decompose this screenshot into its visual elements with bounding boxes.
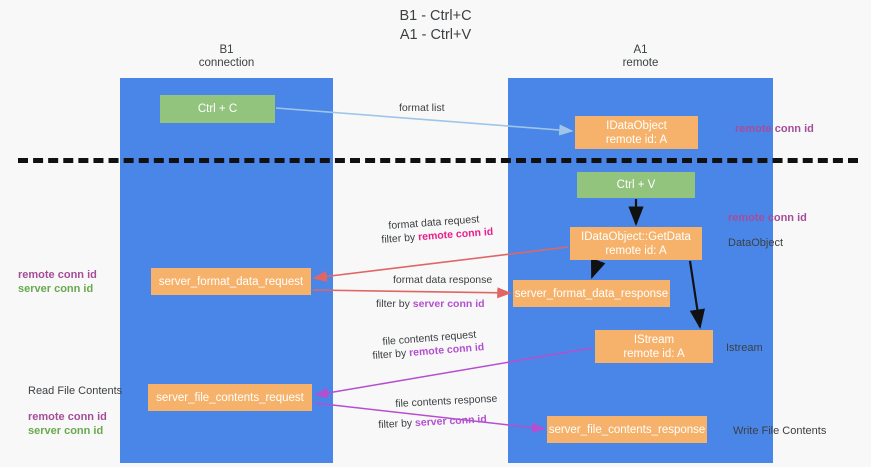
box-ctrl-c-label: Ctrl + C: [197, 103, 238, 115]
box-getdata-subtitle: remote id: A: [605, 244, 667, 257]
filter-key: server conn id: [412, 298, 485, 310]
box-server-file-contents-request[interactable]: server_file_contents_request: [148, 384, 312, 411]
box-istream-subtitle: remote id: A: [623, 347, 685, 360]
box-file-request-label: server_file_contents_request: [156, 391, 304, 404]
page-title: B1 - Ctrl+C A1 - Ctrl+V: [0, 7, 871, 45]
box-server-format-data-request[interactable]: server_format_data_request: [151, 268, 311, 295]
arrow-label-format-list: format list: [399, 102, 445, 114]
side-label-left-server-conn-id: server conn id: [18, 283, 94, 295]
box-idataobject[interactable]: IDataObject remote id: A: [575, 116, 698, 149]
box-ctrl-v-label: Ctrl + V: [616, 179, 656, 191]
box-istream-title: IStream: [633, 333, 675, 346]
filter-prefix: filter by: [372, 347, 410, 362]
side-label-left-server-conn-id-2: server conn id: [28, 425, 104, 437]
connector-getdata-istream: [688, 260, 705, 330]
side-label-istream: Istream: [726, 342, 763, 354]
side-label-left-remote-conn-id-2: remote conn id: [28, 411, 107, 423]
filter-prefix: filter by: [378, 417, 416, 431]
arrow-label-format-data-response-filter: filter by server conn id: [376, 298, 485, 311]
box-idataobject-getdata[interactable]: IDataObject::GetData remote id: A: [570, 227, 702, 260]
lane-b1-subtitle: connection: [198, 57, 255, 69]
filter-key: server conn id: [414, 413, 488, 430]
arrow-label-format-data-response: format data response: [393, 274, 493, 286]
side-label-left-remote-conn-id: remote conn id: [18, 269, 97, 281]
box-ctrl-v[interactable]: Ctrl + V: [577, 172, 695, 198]
box-server-format-data-response[interactable]: server_format_data_response: [513, 280, 670, 307]
connector-file-contents-request: [314, 347, 593, 399]
filter-prefix: filter by: [381, 231, 419, 246]
lane-header-b1: B1 connection: [120, 44, 333, 70]
lane-a1-name: A1: [633, 44, 648, 56]
side-label-read-file-contents: Read File Contents: [28, 385, 123, 397]
filter-prefix: filter by: [376, 298, 413, 310]
box-istream[interactable]: IStream remote id: A: [595, 330, 713, 363]
side-label-write-file-contents: Write File Contents: [733, 425, 827, 437]
box-getdata-title: IDataObject::GetData: [581, 230, 691, 243]
box-idataobject-subtitle: remote id: A: [605, 133, 668, 146]
lane-a1-subtitle: remote: [622, 57, 659, 69]
connector-format-list: [275, 107, 574, 136]
title-line-2: A1 - Ctrl+V: [399, 27, 472, 43]
connector-format-data-request: [312, 246, 569, 283]
connector-format-data-response: [312, 287, 512, 299]
side-label-group-left-top: remote conn id server conn id: [18, 268, 97, 296]
box-ctrl-c[interactable]: Ctrl + C: [160, 95, 275, 123]
side-label-remote-conn-id-top: remote conn id: [735, 123, 814, 135]
connector-file-contents-response: [314, 402, 546, 433]
box-format-response-label: server_format_data_response: [514, 287, 669, 300]
box-file-response-label: server_file_contents_response: [548, 423, 706, 436]
box-server-file-contents-response[interactable]: server_file_contents_response: [547, 416, 707, 443]
side-label-group-left-bottom: Read File Contents remote conn id server…: [28, 384, 122, 438]
connector-getdata-format-response: [590, 257, 606, 280]
side-label-remote-conn-id-mid: remote conn id: [728, 212, 807, 224]
box-idataobject-title: IDataObject: [606, 119, 667, 132]
lane-header-a1: A1 remote: [508, 44, 773, 70]
lane-b1-name: B1: [219, 44, 234, 56]
side-label-dataobject: DataObject: [728, 237, 784, 249]
box-format-request-label: server_format_data_request: [158, 275, 304, 288]
title-line-1: B1 - Ctrl+C: [399, 8, 472, 24]
phase-divider: [18, 158, 858, 163]
